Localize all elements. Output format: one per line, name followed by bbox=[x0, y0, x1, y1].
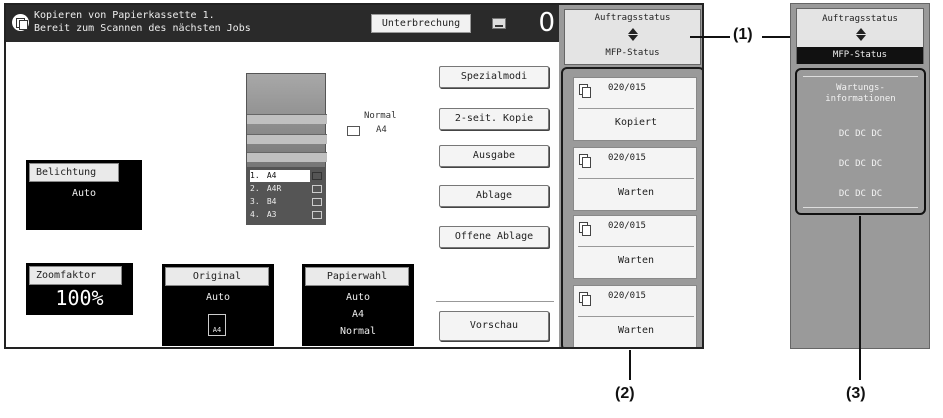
maintenance-line: DC DC DC bbox=[838, 159, 883, 169]
callout-line-1b bbox=[762, 36, 810, 38]
zoom-value: 100% bbox=[55, 286, 104, 310]
copy-mode-icon bbox=[12, 14, 29, 31]
job-page-count: 020/015 bbox=[608, 291, 646, 301]
paper-type-value: Normal bbox=[339, 326, 377, 337]
output-paper-type: Normal bbox=[364, 111, 397, 121]
job-status-text: Warten bbox=[578, 246, 694, 274]
maintenance-line: DC DC DC bbox=[838, 129, 883, 139]
status-message-line1: Kopieren von Papierkassette 1. bbox=[34, 10, 215, 21]
callout-line-3 bbox=[859, 216, 861, 380]
output-tray-icon bbox=[347, 126, 360, 136]
maintenance-line: DC DC DC bbox=[838, 189, 883, 199]
tray-item[interactable]: 3. B4 bbox=[250, 196, 322, 208]
callout-line-2 bbox=[629, 350, 631, 380]
copy-job-icon bbox=[579, 154, 591, 168]
divider bbox=[436, 301, 554, 302]
job-status-text: Kopiert bbox=[578, 108, 694, 136]
callout-line-1a bbox=[690, 36, 730, 38]
paper-size-value: A4 bbox=[351, 309, 365, 320]
original-button[interactable]: Original bbox=[165, 267, 269, 286]
exposure-value: Auto bbox=[71, 188, 97, 199]
paper-tray-list: 1. A4 2. A4R 3. B4 4. A3 bbox=[246, 168, 326, 225]
toggle-arrows-icon bbox=[856, 28, 866, 42]
machine-illustration: 1. A4 2. A4R 3. B4 4. A3 bbox=[246, 73, 327, 225]
callout-label-2: (2) bbox=[615, 385, 635, 402]
job-queue-list: 020/015 Kopiert 020/015 Warten 020/015 W… bbox=[561, 67, 702, 347]
callout-label-3: (3) bbox=[846, 385, 866, 402]
quick-file-button[interactable]: Offene Ablage bbox=[439, 226, 549, 248]
interrupt-button[interactable]: Unterbrechung bbox=[371, 14, 471, 33]
tray-item[interactable]: 1. A4 bbox=[250, 170, 322, 182]
original-setting[interactable]: Original Auto A4 bbox=[162, 264, 274, 346]
status-message-line2: Bereit zum Scannen des nächsten Jobs bbox=[34, 23, 251, 34]
job-status-tab[interactable]: Auftragsstatus bbox=[594, 13, 671, 23]
paper-tray-icon bbox=[492, 18, 506, 29]
filing-button[interactable]: Ablage bbox=[439, 185, 549, 207]
maintenance-info-content: Wartungs- informationen DC DC DC DC DC D… bbox=[803, 76, 918, 208]
message-bar: Kopieren von Papierkassette 1. Bereit zu… bbox=[6, 5, 559, 42]
job-queue-item[interactable]: 020/015 Warten bbox=[573, 147, 697, 211]
job-status-tab[interactable]: Auftragsstatus bbox=[822, 14, 898, 24]
touch-panel-screen: Kopieren von Papierkassette 1. Bereit zu… bbox=[4, 3, 704, 349]
tray-item[interactable]: 2. A4R bbox=[250, 183, 322, 195]
job-page-count: 020/015 bbox=[608, 83, 646, 93]
original-value: Auto bbox=[205, 292, 231, 303]
toggle-arrows-icon bbox=[628, 28, 638, 42]
job-queue-item[interactable]: 020/015 Warten bbox=[573, 285, 697, 347]
output-button[interactable]: Ausgabe bbox=[439, 145, 549, 167]
zoom-button[interactable]: Zoomfaktor bbox=[29, 266, 122, 285]
job-queue-item[interactable]: 020/015 Warten bbox=[573, 215, 697, 279]
zoom-setting[interactable]: Zoomfaktor 100% bbox=[26, 263, 133, 315]
mfp-status-tab[interactable]: MFP-Status bbox=[605, 48, 660, 58]
exposure-setting[interactable]: Belichtung Auto bbox=[26, 160, 142, 230]
printer-body-icon bbox=[246, 73, 327, 168]
mfp-status-tab[interactable]: MFP-Status bbox=[797, 47, 923, 64]
mfp-status-toggle[interactable]: Auftragsstatus MFP-Status bbox=[796, 8, 924, 64]
job-status-toggle[interactable]: Auftragsstatus MFP-Status bbox=[564, 9, 701, 65]
job-queue-item[interactable]: 020/015 Kopiert bbox=[573, 77, 697, 141]
duplex-copy-button[interactable]: 2-seit. Kopie bbox=[439, 108, 549, 130]
copy-job-icon bbox=[579, 84, 591, 98]
maintenance-title-line2: informationen bbox=[825, 94, 896, 104]
maintenance-info-box: Wartungs- informationen DC DC DC DC DC D… bbox=[795, 68, 926, 215]
job-status-text: Warten bbox=[578, 178, 694, 206]
job-page-count: 020/015 bbox=[608, 221, 646, 231]
maintenance-title-line1: Wartungs- bbox=[836, 83, 885, 93]
job-status-text: Warten bbox=[578, 316, 694, 344]
paper-select-button[interactable]: Papierwahl bbox=[305, 267, 409, 286]
copy-count-display: 0 bbox=[538, 8, 555, 38]
job-status-column: Auftragsstatus MFP-Status 020/015 Kopier… bbox=[559, 5, 702, 347]
maintenance-title: Wartungs- informationen bbox=[803, 83, 918, 105]
tray-item[interactable]: 4. A3 bbox=[250, 209, 322, 221]
job-page-count: 020/015 bbox=[608, 153, 646, 163]
original-document-icon: A4 bbox=[208, 314, 226, 336]
paper-select-setting[interactable]: Papierwahl Auto A4 Normal bbox=[302, 264, 414, 346]
copy-job-icon bbox=[579, 292, 591, 306]
exposure-button[interactable]: Belichtung bbox=[29, 163, 119, 182]
output-paper-size: A4 bbox=[376, 125, 387, 135]
special-modes-button[interactable]: Spezialmodi bbox=[439, 66, 549, 88]
callout-label-1: (1) bbox=[733, 26, 753, 43]
copy-job-icon bbox=[579, 222, 591, 236]
paper-select-value: Auto bbox=[345, 292, 371, 303]
preview-button[interactable]: Vorschau bbox=[439, 311, 549, 341]
